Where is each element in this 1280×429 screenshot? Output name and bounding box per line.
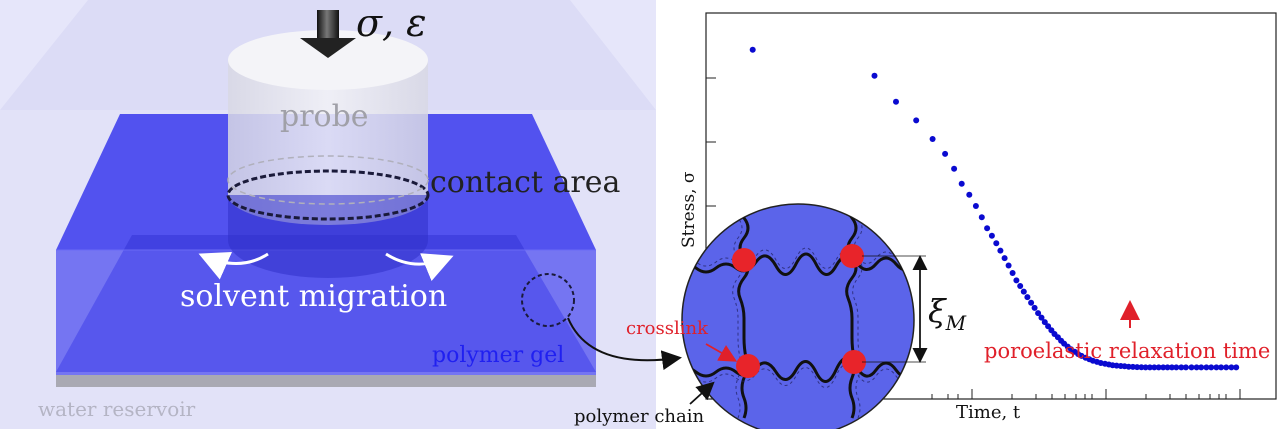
data-point bbox=[1142, 364, 1149, 371]
water-reservoir-label: water reservoir bbox=[38, 397, 196, 421]
data-point bbox=[893, 98, 899, 105]
data-point bbox=[1155, 364, 1162, 371]
polymer-chain-strand bbox=[737, 204, 750, 419]
relaxation-time-label: poroelastic relaxation time bbox=[984, 339, 1270, 363]
data-point bbox=[1160, 364, 1167, 371]
zoom-region-marker bbox=[521, 273, 575, 327]
data-point bbox=[1024, 294, 1031, 301]
crosslink-node bbox=[840, 244, 864, 268]
data-point bbox=[1151, 364, 1158, 371]
mesh-size-label: ξM bbox=[928, 292, 967, 335]
data-point bbox=[1035, 310, 1042, 317]
setup-schematic: σ, ε probe contact area solvent migratio… bbox=[0, 0, 682, 429]
contact-area-label: contact area bbox=[430, 165, 621, 200]
data-point bbox=[1188, 364, 1195, 371]
data-point bbox=[972, 203, 979, 209]
data-point bbox=[1031, 304, 1038, 311]
data-point bbox=[1041, 319, 1048, 326]
data-point bbox=[1203, 364, 1210, 371]
data-point bbox=[978, 214, 985, 221]
polymer-chain-arrow-icon bbox=[689, 381, 715, 405]
data-point bbox=[1182, 364, 1189, 371]
data-point bbox=[1013, 277, 1020, 284]
data-point bbox=[1146, 364, 1153, 371]
data-point bbox=[1168, 364, 1175, 371]
data-point bbox=[1045, 323, 1052, 330]
data-point bbox=[1038, 314, 1045, 321]
solvent-migration-label: solvent migration bbox=[180, 279, 447, 314]
crosslink-node bbox=[736, 354, 760, 378]
data-points bbox=[749, 46, 1240, 371]
data-point bbox=[749, 46, 756, 53]
data-point bbox=[1233, 364, 1240, 371]
contact-area-outline bbox=[226, 169, 430, 221]
data-point bbox=[1193, 364, 1200, 371]
data-point bbox=[1028, 299, 1035, 306]
data-point bbox=[1178, 364, 1185, 371]
polymer-chain-strand bbox=[682, 252, 914, 276]
data-point bbox=[1020, 288, 1027, 295]
data-point bbox=[966, 191, 973, 198]
data-point bbox=[988, 232, 995, 239]
mesh-size-bracket bbox=[862, 255, 928, 363]
load-arrow-icon bbox=[300, 10, 356, 58]
data-point bbox=[1218, 364, 1225, 371]
data-point bbox=[1009, 270, 1016, 276]
x-axis-label: Time, t bbox=[956, 402, 1021, 423]
y-axis-label: Stress, σ bbox=[679, 171, 699, 248]
polymer-chain-label: polymer chain bbox=[574, 406, 704, 427]
gel-front-face bbox=[56, 250, 596, 375]
data-point bbox=[1005, 262, 1012, 269]
polymer-chain-strand bbox=[682, 356, 914, 383]
crosslink-label: crosslink bbox=[626, 318, 709, 339]
data-point bbox=[1208, 364, 1215, 371]
data-point bbox=[1134, 364, 1141, 371]
data-point bbox=[1213, 364, 1220, 371]
data-point bbox=[1228, 364, 1235, 371]
data-point bbox=[871, 72, 878, 79]
data-point bbox=[929, 136, 936, 142]
x-ticks bbox=[931, 389, 1241, 399]
data-point bbox=[1223, 364, 1230, 371]
polymer-gel-label: polymer gel bbox=[432, 343, 564, 368]
crosslink-node bbox=[732, 248, 756, 272]
probe-label: probe bbox=[280, 99, 369, 134]
network-inset: ξM crosslink polymer chain bbox=[574, 203, 967, 429]
load-label: σ, ε bbox=[356, 1, 427, 45]
data-point bbox=[997, 247, 1004, 254]
data-point bbox=[958, 180, 965, 187]
base-plate bbox=[56, 375, 596, 387]
data-point bbox=[942, 150, 949, 157]
crosslink-arrow-icon bbox=[705, 343, 738, 362]
data-point bbox=[984, 225, 991, 232]
migration-arrow-left-icon bbox=[198, 252, 269, 280]
data-point bbox=[951, 165, 958, 172]
data-point bbox=[913, 117, 920, 124]
chart: Time, t Stress, σ poroelastic relaxation… bbox=[679, 12, 1277, 423]
data-point bbox=[1173, 364, 1180, 371]
migration-arrow-right-icon bbox=[385, 252, 454, 282]
data-point bbox=[1138, 364, 1145, 371]
data-point bbox=[1198, 364, 1205, 371]
data-point bbox=[1164, 364, 1171, 371]
crosslink-node bbox=[842, 350, 866, 374]
zoom-connector-arrow bbox=[567, 317, 682, 371]
data-point bbox=[993, 240, 1000, 247]
data-point bbox=[1017, 283, 1024, 289]
probe bbox=[226, 30, 430, 278]
polymer-chain-strand bbox=[845, 204, 858, 419]
data-point bbox=[1001, 255, 1008, 262]
